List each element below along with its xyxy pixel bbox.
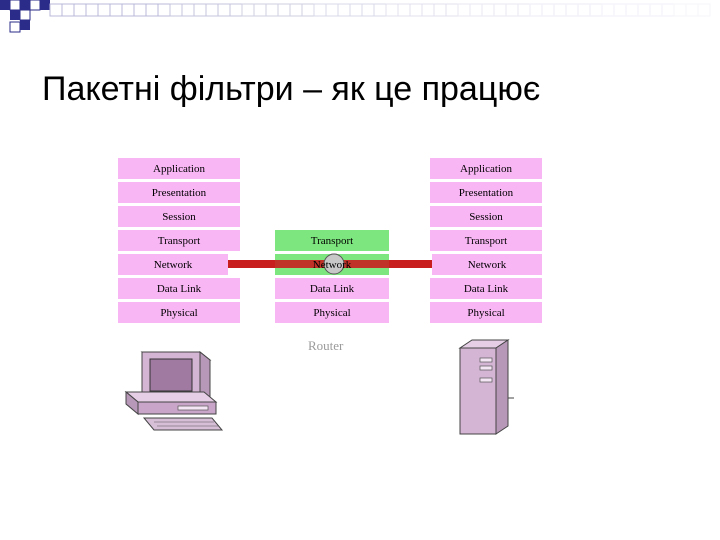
router-layer-transport: Transport	[275, 230, 389, 251]
deco-square	[40, 0, 50, 10]
slide-title: Пакетні фільтри – як це працює	[42, 70, 541, 108]
left-layer-session: Session	[118, 206, 240, 227]
deco-square	[20, 20, 30, 30]
router-layer-data-link: Data Link	[275, 278, 389, 299]
left-layer-application: Application	[118, 158, 240, 179]
tower-server-icon	[458, 339, 514, 435]
left-layer-presentation: Presentation	[118, 182, 240, 203]
deco-square	[10, 10, 20, 20]
deco-square	[0, 0, 10, 10]
right-layer-physical: Physical	[430, 302, 542, 323]
deco-square	[29, 0, 41, 11]
left-layer-physical: Physical	[118, 302, 240, 323]
router-layer-physical: Physical	[275, 302, 389, 323]
desktop-computer-icon	[124, 350, 224, 431]
router-label: Router	[308, 338, 344, 353]
left-layer-network: Network	[118, 254, 228, 275]
left-layer-data-link: Data Link	[118, 278, 240, 299]
right-layer-network: Network	[432, 254, 542, 275]
right-layer-transport: Transport	[430, 230, 542, 251]
deco-square	[9, 0, 21, 11]
deco-square	[9, 21, 21, 33]
deco-square-row	[49, 3, 711, 17]
router-layer-network	[275, 254, 389, 275]
right-layer-session: Session	[430, 206, 542, 227]
left-layer-transport: Transport	[118, 230, 240, 251]
deco-square	[19, 9, 31, 21]
right-layer-presentation: Presentation	[430, 182, 542, 203]
right-layer-data-link: Data Link	[430, 278, 542, 299]
decorative-squares	[0, 0, 711, 33]
right-layer-application: Application	[430, 158, 542, 179]
deco-square	[20, 0, 30, 10]
